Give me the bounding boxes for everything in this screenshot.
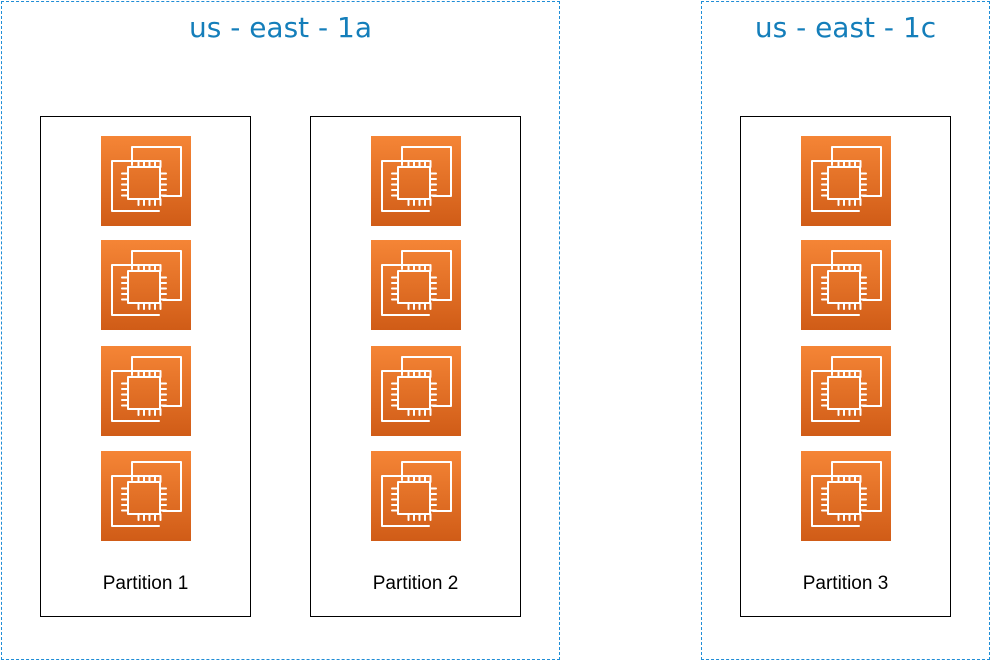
availability-zone-title: us - east - 1c xyxy=(754,11,937,44)
partition-label: Partition 3 xyxy=(802,573,889,594)
availability-zone-us-east-1c: us - east - 1c xyxy=(701,1,990,660)
ec2-instance-icon xyxy=(371,136,461,226)
ec2-instance-icon xyxy=(101,346,191,436)
ec2-instance-icon xyxy=(371,240,461,330)
ec2-instance-icon xyxy=(101,240,191,330)
ec2-instance-icon xyxy=(801,136,891,226)
ec2-instance-icon xyxy=(801,346,891,436)
availability-zone-us-east-1a: us - east - 1a xyxy=(1,1,560,660)
partition-1: Partition 1 xyxy=(40,116,251,617)
partition-3: Partition 3 xyxy=(740,116,951,617)
ec2-instance-icon xyxy=(101,136,191,226)
ec2-instance-icon xyxy=(101,451,191,541)
ec2-instance-icon xyxy=(801,240,891,330)
ec2-instance-icon xyxy=(371,346,461,436)
partition-label: Partition 1 xyxy=(102,573,189,594)
ec2-instance-icon xyxy=(801,451,891,541)
partition-2: Partition 2 xyxy=(310,116,521,617)
availability-zone-title: us - east - 1a xyxy=(188,11,373,44)
partition-label: Partition 2 xyxy=(372,573,459,594)
ec2-instance-icon xyxy=(371,451,461,541)
